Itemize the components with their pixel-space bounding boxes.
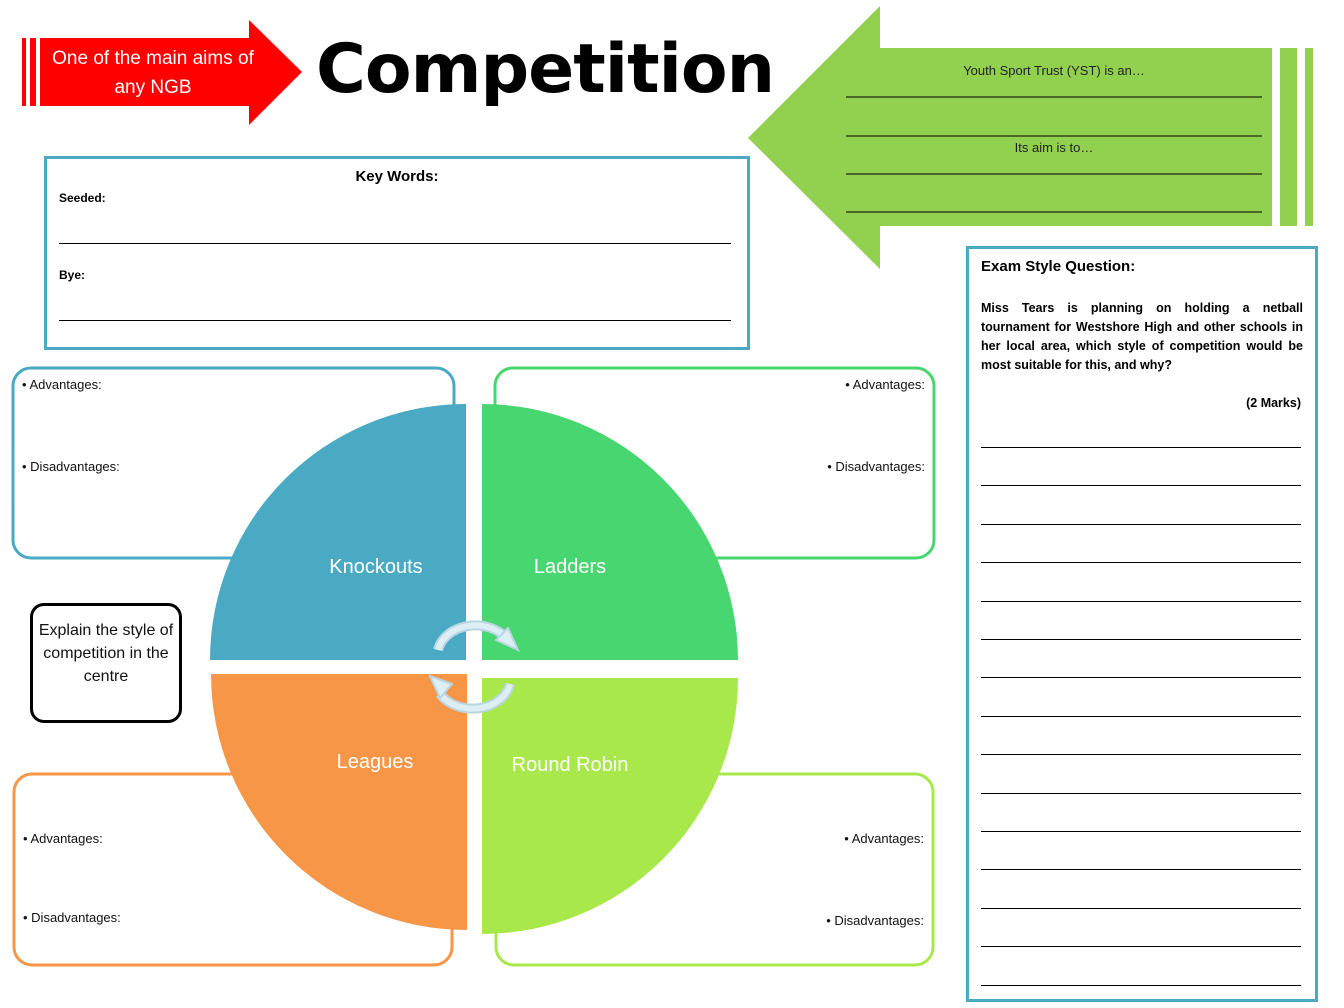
answer-line[interactable] (981, 524, 1301, 525)
ladders-segment (482, 404, 738, 660)
ladders-disadvantages: • Disadvantages: (827, 459, 925, 474)
ladders-advantages: • Advantages: (845, 377, 925, 392)
answer-line[interactable] (981, 562, 1301, 563)
leagues-segment (211, 674, 467, 930)
red-arrow (22, 20, 302, 125)
ladders-label: Ladders (533, 556, 607, 578)
leagues-advantages: • Advantages: (23, 831, 103, 846)
knockouts-disadvantages: • Disadvantages: (22, 459, 120, 474)
knockouts-segment (210, 404, 466, 660)
round-robin-segment (482, 678, 738, 934)
answer-line[interactable] (981, 946, 1301, 947)
leagues-label: Leagues (336, 751, 414, 773)
yst-prompt: Youth Sport Trust (YST) is an… (963, 63, 1145, 78)
answer-line[interactable] (981, 908, 1301, 909)
key-words-box: Key Words: Seeded: Bye: (44, 156, 750, 350)
answer-line[interactable] (981, 677, 1301, 678)
key-words-title: Key Words: (355, 168, 439, 185)
cycle-arrows-icon (428, 620, 521, 714)
knockouts-advantages: • Advantages: (22, 377, 102, 392)
bye-answer-line[interactable] (59, 320, 731, 321)
seeded-label: Seeded: (59, 191, 106, 205)
yst-aim-prompt: Its aim is to… (1014, 140, 1094, 155)
leagues-disadvantages: • Disadvantages: (23, 910, 121, 925)
red-arrow-text: One of the main aims of any NGB (52, 48, 254, 98)
exam-title: Exam Style Question: (981, 258, 1136, 275)
seeded-answer-line[interactable] (59, 243, 731, 244)
round-robin-label: Round Robin (511, 754, 629, 776)
answer-line[interactable] (981, 447, 1301, 448)
round-robin-advantages: • Advantages: (844, 831, 924, 846)
round-robin-disadvantages: • Disadvantages: (826, 913, 924, 928)
exam-question-text: Miss Tears is planning on holding a netb… (981, 301, 1303, 372)
answer-line[interactable] (981, 793, 1301, 794)
answer-line[interactable] (981, 716, 1301, 717)
answer-line[interactable] (981, 869, 1301, 870)
bye-label: Bye: (59, 268, 86, 282)
explain-box: Explain the style of competition in the … (30, 603, 182, 723)
answer-line[interactable] (981, 639, 1301, 640)
page-title: Competition (316, 30, 775, 109)
answer-line[interactable] (981, 601, 1301, 602)
knockouts-label: Knockouts (329, 556, 423, 578)
answer-line[interactable] (981, 831, 1301, 832)
exam-question-box: Exam Style Question: Miss Tears is plann… (966, 246, 1318, 1002)
answer-line[interactable] (981, 985, 1301, 986)
exam-marks: (2 Marks) (1246, 396, 1301, 410)
answer-line[interactable] (981, 485, 1301, 486)
green-arrow (748, 6, 1313, 269)
answer-line[interactable] (981, 754, 1301, 755)
